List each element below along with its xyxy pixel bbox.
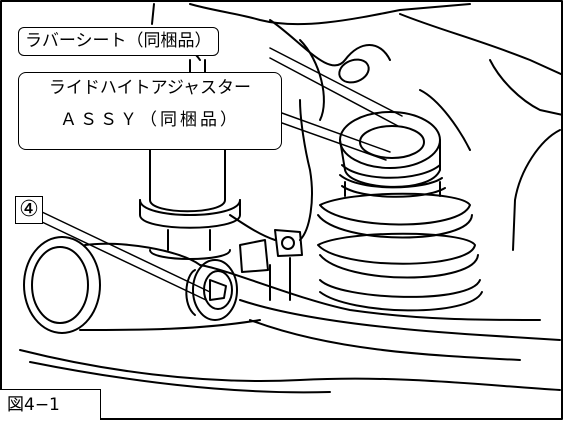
rubber-sheet-label: ラバーシート（同梱品）: [18, 27, 219, 56]
lower-arm: [19, 236, 561, 394]
figure-caption: 図4−1: [0, 389, 101, 420]
leader-lines: [41, 47, 403, 301]
ride-height-label-line2: ＡＳＳＹ（同梱品）: [60, 110, 240, 130]
callout-number-label: ④: [15, 196, 43, 224]
mounting-bolt: [185, 259, 238, 321]
ride-height-adjuster-label: ライドハイトアジャスター ＡＳＳＹ（同梱品）: [18, 72, 282, 150]
coil-spring: [317, 111, 483, 312]
ride-height-label-line1: ライドハイトアジャスター: [48, 78, 252, 98]
